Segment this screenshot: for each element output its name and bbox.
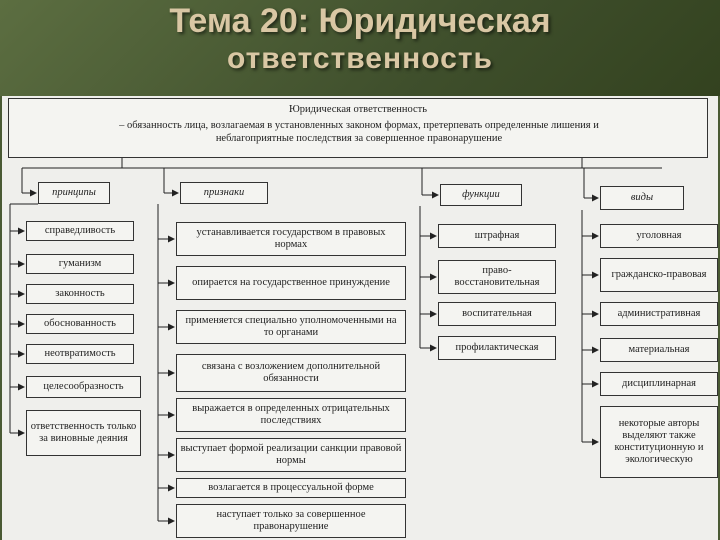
definition-box: Юридическая ответственность – обязанност… <box>8 98 708 158</box>
function-item: право-восстановительная <box>438 260 556 294</box>
function-item: профилактическая <box>438 336 556 360</box>
diagram-area: Юридическая ответственность – обязанност… <box>2 96 718 540</box>
feature-item: выражается в определенных отрицательных … <box>176 398 406 432</box>
principles-heading: принципы <box>38 182 110 204</box>
definition-term: Юридическая ответственность <box>288 104 428 115</box>
slide-header: Тема 20: Юридическая ответственность <box>0 0 720 96</box>
slide-title-line1: Тема 20: Юридическая <box>169 2 551 40</box>
type-item: гражданско-правовая <box>600 258 718 292</box>
feature-item: устанавливается государством в правовых … <box>176 222 406 256</box>
feature-item: опирается на государственное принуждение <box>176 266 406 300</box>
slide-title-line2: ответственность <box>226 42 493 75</box>
principle-item: гуманизм <box>26 254 134 274</box>
function-item: штрафная <box>438 224 556 248</box>
feature-item: применяется специально уполномоченными н… <box>176 310 406 344</box>
principle-item: справедливость <box>26 221 134 241</box>
types-heading: виды <box>600 186 684 210</box>
type-item: материальная <box>600 338 718 362</box>
features-heading: признаки <box>180 182 268 204</box>
feature-item: возлагается в процессуальной форме <box>176 478 406 498</box>
feature-item: выступает формой реализации санкции прав… <box>176 438 406 472</box>
feature-item: связана с возложением дополнительной обя… <box>176 354 406 392</box>
function-item: воспитательная <box>438 302 556 326</box>
principle-item: обоснованность <box>26 314 134 334</box>
feature-item: наступает только за совершенное правонар… <box>176 504 406 538</box>
principle-item: неотвратимость <box>26 344 134 364</box>
type-item: некоторые авторы выделяют также конститу… <box>600 406 718 478</box>
definition-text: – обязанность лица, возлагаемая в устано… <box>119 120 599 144</box>
functions-heading: функции <box>440 184 522 206</box>
connector-lines <box>9 158 662 525</box>
type-item: дисциплинарная <box>600 372 718 396</box>
principle-item: ответственность только за виновные деяни… <box>26 410 141 456</box>
type-item: уголовная <box>600 224 718 248</box>
type-item: административная <box>600 302 718 326</box>
principle-item: законность <box>26 284 134 304</box>
principle-item: целесообразность <box>26 376 141 398</box>
